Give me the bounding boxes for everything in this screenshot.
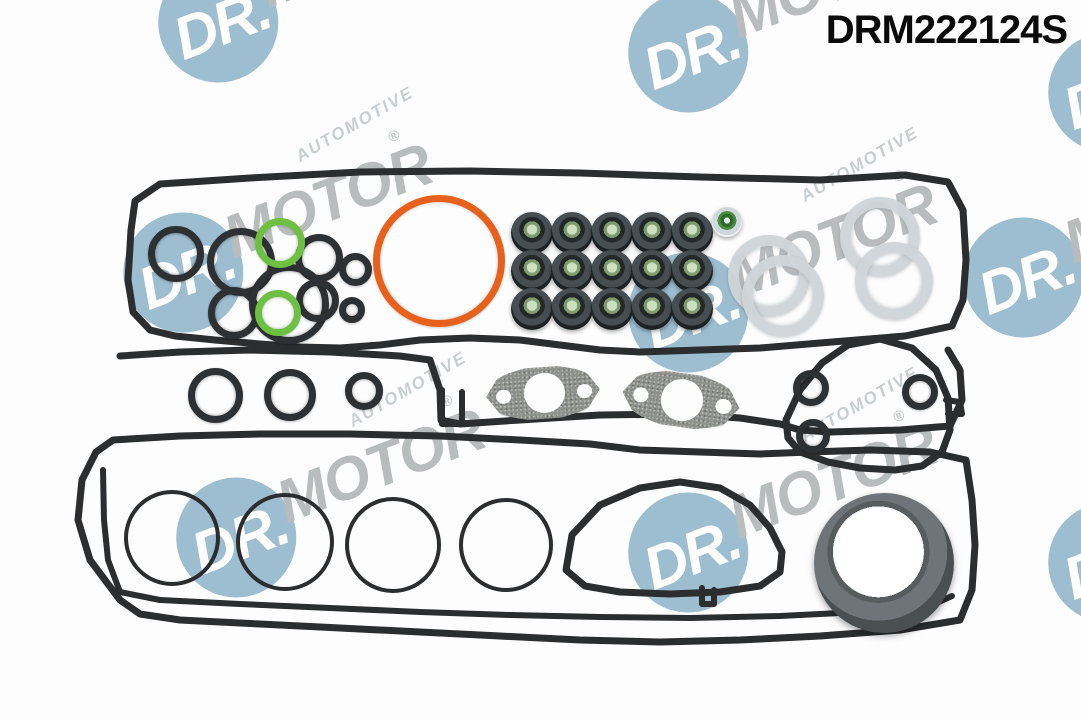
side-gasket-stub — [943, 397, 965, 417]
exhaust-port-gasket-left — [484, 362, 601, 424]
ptfe-seal-ring — [742, 255, 824, 337]
o-ring-black — [264, 369, 316, 421]
o-ring-black — [902, 374, 938, 410]
bottom-center-gasket — [562, 478, 786, 598]
valve-stem-seal — [511, 250, 553, 292]
o-ring-green — [255, 290, 301, 336]
valve-stem-seal — [631, 212, 673, 254]
valve-stem-seal — [671, 212, 713, 254]
middle-gasket-tab — [439, 387, 465, 427]
crankshaft-oil-seal — [814, 493, 954, 633]
o-ring-black — [339, 297, 365, 323]
ptfe-seal-ring — [855, 242, 933, 320]
o-ring-black — [188, 368, 243, 423]
valve-stem-seal — [671, 250, 713, 292]
valve-stem-seal — [511, 288, 553, 330]
upper-gasket-outline — [124, 167, 970, 356]
valve-stem-seal — [591, 212, 633, 254]
valve-stem-seal — [631, 250, 673, 292]
valve-stem-seal — [551, 212, 593, 254]
o-ring-black — [339, 253, 372, 286]
valve-stem-seal-single — [712, 207, 742, 237]
valve-stem-seal — [631, 288, 673, 330]
o-ring-black — [345, 372, 383, 410]
lower-gasket-bore-ring — [459, 498, 553, 592]
o-ring-green — [255, 218, 305, 268]
valve-stem-seal — [511, 212, 553, 254]
side-gasket-outline — [782, 335, 954, 474]
part-number-label: DRM222124S — [825, 8, 1068, 52]
valve-stem-seal — [671, 288, 713, 330]
lower-gasket-inner — [100, 467, 955, 621]
o-ring-black — [296, 279, 339, 322]
lower-gasket-outline — [74, 430, 979, 646]
bottom-center-gasket-stub — [699, 585, 717, 607]
o-ring-black — [796, 419, 830, 453]
o-ring-black — [148, 226, 204, 282]
o-ring-orange — [373, 195, 505, 327]
valve-stem-seal — [591, 288, 633, 330]
valve-stem-seal — [551, 288, 593, 330]
o-ring-black — [793, 370, 829, 406]
lower-gasket-bore-ring — [236, 493, 334, 591]
middle-gasket-outline — [116, 346, 966, 436]
lower-gasket-bore-ring — [124, 490, 220, 586]
lower-gasket-bore-ring — [345, 497, 441, 593]
valve-stem-seal — [591, 250, 633, 292]
valve-stem-seal — [551, 250, 593, 292]
